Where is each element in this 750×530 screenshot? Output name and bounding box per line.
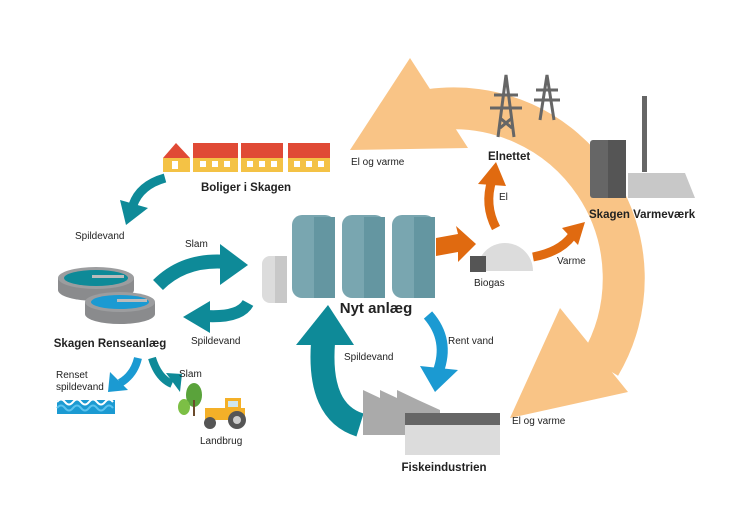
power-pylon-icon bbox=[490, 74, 560, 138]
biogas-dome-icon bbox=[470, 243, 533, 272]
boliger-label: Boliger i Skagen bbox=[200, 182, 292, 194]
el-label: El bbox=[499, 192, 508, 203]
spildevand-label: Spildevand bbox=[75, 231, 125, 242]
fiskeindustrien-label: Fiskeindustrien bbox=[401, 462, 487, 474]
renset-spildevand-label: Renset spildevand bbox=[56, 370, 104, 393]
slam-label: Slam bbox=[185, 239, 208, 250]
rent-vand-label: Rent vand bbox=[448, 336, 494, 347]
tractor-icon bbox=[204, 398, 246, 429]
energy-arrows bbox=[436, 162, 585, 262]
tree-icon bbox=[178, 383, 202, 416]
spildevand-label: Spildevand bbox=[344, 352, 394, 363]
rent-vand-arrow bbox=[420, 311, 458, 392]
treatment-tank-icon bbox=[58, 267, 155, 324]
slam-label: Slam bbox=[179, 369, 202, 380]
renseanlaeg-label: Skagen Renseanlæg bbox=[53, 338, 167, 350]
el-og-varme-label: El og varme bbox=[512, 416, 566, 427]
factory-icon bbox=[363, 390, 500, 455]
el-og-varme-circular-arrow bbox=[350, 58, 645, 418]
spildevand-arrows bbox=[108, 173, 365, 437]
house-icon bbox=[163, 143, 330, 172]
varmevaerk-label: Skagen Varmeværk bbox=[589, 209, 696, 221]
el-og-varme-label: El og varme bbox=[351, 157, 405, 168]
elnettet-label: Elnettet bbox=[488, 151, 531, 163]
nyt-anlaeg-label: Nyt anlæg bbox=[339, 300, 413, 317]
silo-icon bbox=[262, 215, 435, 303]
varme-label: Varme bbox=[557, 256, 586, 267]
biogas-label: Biogas bbox=[474, 278, 505, 289]
landbrug-label: Landbrug bbox=[200, 436, 243, 447]
spildevand-label: Spildevand bbox=[191, 336, 241, 347]
water-waves-icon bbox=[56, 398, 115, 414]
heating-plant-icon bbox=[590, 96, 695, 198]
